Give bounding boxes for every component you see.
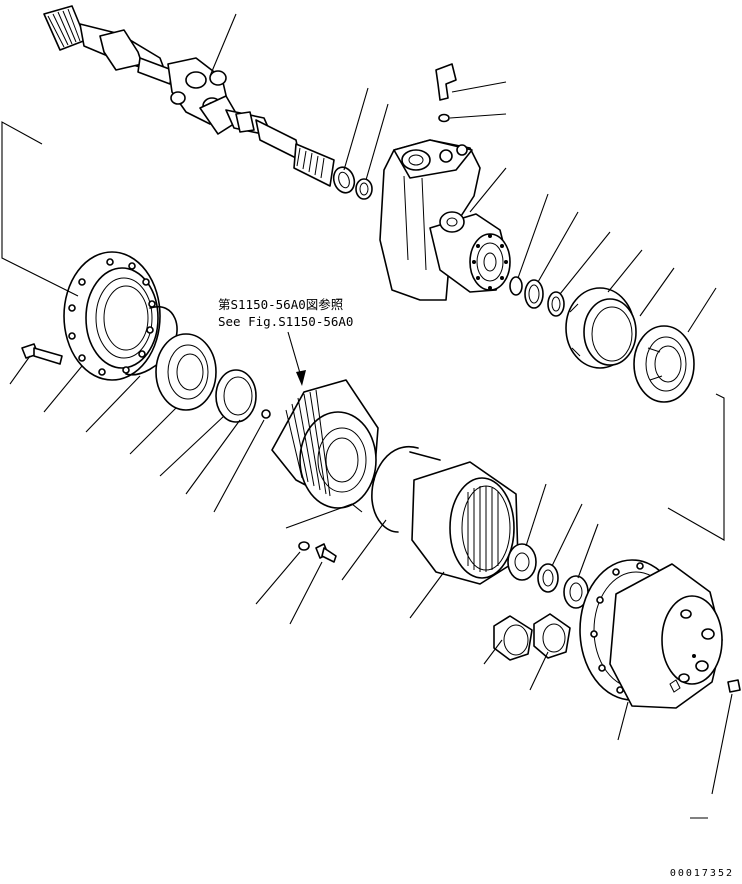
thrust-washers	[507, 543, 589, 609]
reference-note-jp: 第S1150-56A0図参照	[218, 297, 343, 312]
wheel-flange-hub	[63, 251, 161, 381]
brake-drum-carrier	[271, 379, 379, 509]
bearing-left	[155, 333, 217, 411]
axle-housing	[379, 139, 511, 301]
assembly-brackets	[1, 121, 725, 819]
washer-and-bolt-centre	[298, 541, 337, 563]
spindle-rings	[509, 276, 565, 317]
leader-lines	[9, 13, 733, 795]
drawing-number: 00017352	[670, 868, 734, 879]
grease-fitting	[435, 63, 457, 123]
bearing-right	[633, 325, 695, 403]
oil-seal-right	[565, 287, 637, 369]
ring-gear	[411, 461, 519, 585]
reference-note-en: See Fig.S1150-56A0	[218, 314, 353, 329]
needle-bearings	[493, 613, 571, 661]
reference-note: 第S1150-56A0図参照 See Fig.S1150-56A0	[218, 297, 353, 386]
bolt-left	[21, 343, 63, 365]
retaining-ring	[371, 445, 441, 533]
plug-bolt-right	[727, 679, 741, 693]
drive-shaft-assembly	[43, 5, 373, 200]
spacer-rings-left	[215, 369, 271, 423]
planetary-carrier-cover	[579, 559, 723, 709]
